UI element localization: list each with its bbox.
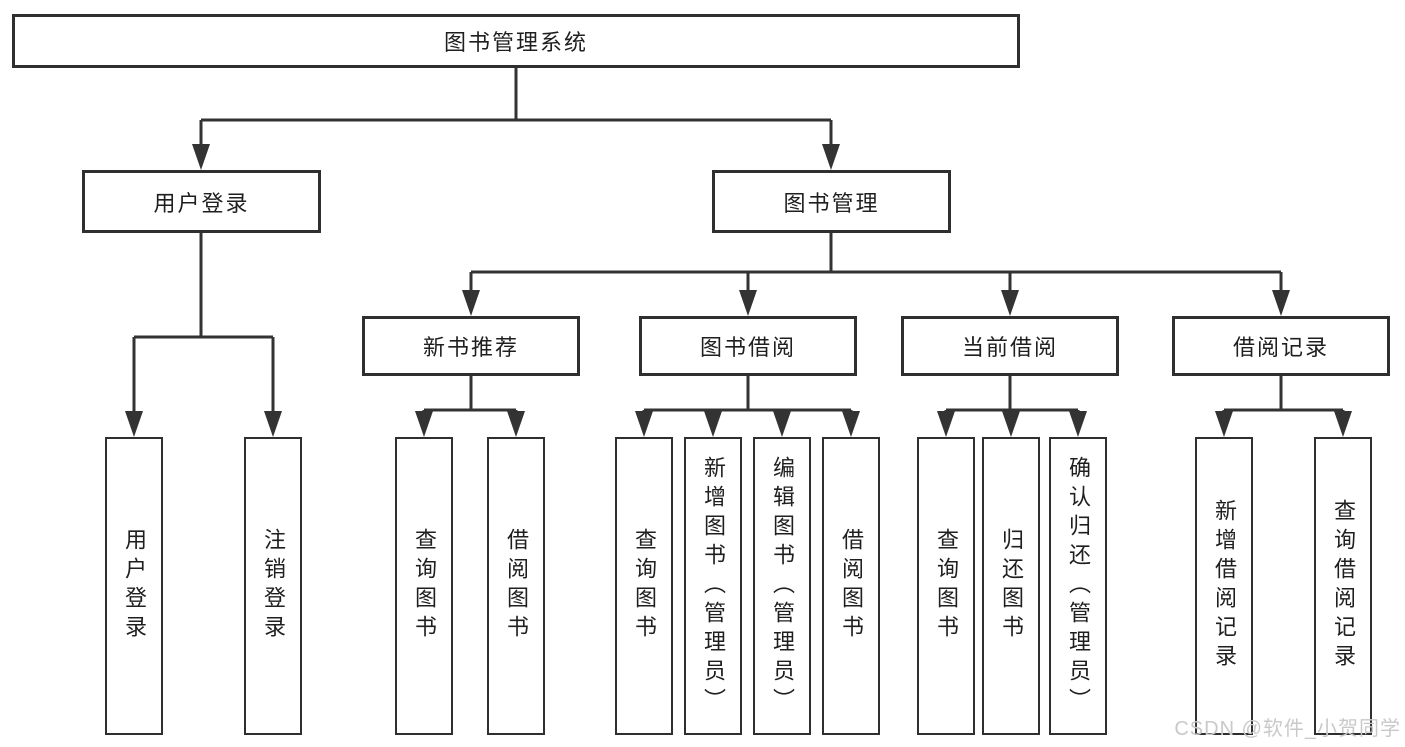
leaf-edit-book-admin: 编辑图书（管理员） bbox=[753, 437, 811, 735]
leaf-logout-login: 注销登录 bbox=[244, 437, 302, 735]
node-label: 新增图书（管理员） bbox=[701, 455, 726, 717]
node-borrowing-records: 借阅记录 bbox=[1172, 316, 1390, 376]
node-label: 新书推荐 bbox=[422, 335, 519, 360]
leaf-confirm-return-admin: 确认归还（管理员） bbox=[1049, 437, 1107, 735]
node-label: 注销登录 bbox=[261, 528, 286, 644]
node-book-management: 图书管理 bbox=[712, 170, 951, 233]
node-label: 当前借阅 bbox=[961, 335, 1058, 360]
leaf-query-borrow-record: 查询借阅记录 bbox=[1314, 437, 1372, 735]
node-label: 查询图书 bbox=[934, 528, 959, 644]
node-label: 归还图书 bbox=[999, 528, 1024, 644]
csdn-watermark: CSDN @软件_小贺同学 bbox=[1174, 718, 1401, 740]
leaf-add-borrow-record: 新增借阅记录 bbox=[1195, 437, 1253, 735]
connector-book-management-to-level3 bbox=[462, 233, 1290, 316]
leaf-return-books: 归还图书 bbox=[982, 437, 1040, 735]
connector-current-borrow-to-leaves bbox=[937, 376, 1087, 437]
leaf-user-login: 用户登录 bbox=[105, 437, 163, 735]
node-label: 用户登录 bbox=[153, 190, 250, 216]
connector-book-borrow-to-leaves bbox=[635, 376, 860, 437]
node-user-login: 用户登录 bbox=[82, 170, 321, 233]
node-label: 用户登录 bbox=[122, 528, 147, 644]
node-library-management-system: 图书管理系统 bbox=[12, 14, 1020, 68]
connector-borrow-records-to-leaves bbox=[1215, 376, 1352, 437]
node-label: 编辑图书（管理员） bbox=[770, 455, 795, 717]
connector-root-to-level2 bbox=[192, 68, 840, 170]
leaf-query-books-recommend: 查询图书 bbox=[395, 437, 453, 735]
leaf-borrow-books-recommend: 借阅图书 bbox=[487, 437, 545, 735]
node-label: 借阅记录 bbox=[1232, 335, 1329, 360]
node-book-borrowing: 图书借阅 bbox=[639, 316, 857, 376]
leaf-add-book-admin: 新增图书（管理员） bbox=[684, 437, 742, 735]
connector-user-login-to-leaves bbox=[125, 233, 282, 437]
node-label: 图书借阅 bbox=[699, 335, 796, 360]
leaf-query-books-current: 查询图书 bbox=[917, 437, 975, 735]
node-label: 查询图书 bbox=[412, 528, 437, 644]
node-label: 借阅图书 bbox=[504, 528, 529, 644]
node-current-borrowing: 当前借阅 bbox=[901, 316, 1119, 376]
node-new-book-recommendation: 新书推荐 bbox=[362, 316, 580, 376]
node-label: 图书管理 bbox=[783, 190, 880, 216]
leaf-query-books-borrowing: 查询图书 bbox=[615, 437, 673, 735]
node-label: 确认归还（管理员） bbox=[1066, 455, 1091, 717]
connector-new-book-to-leaves bbox=[415, 376, 525, 437]
node-label: 图书管理系统 bbox=[443, 30, 588, 55]
node-label: 借阅图书 bbox=[839, 528, 864, 644]
node-label: 查询图书 bbox=[632, 528, 657, 644]
node-label: 查询借阅记录 bbox=[1331, 499, 1356, 673]
node-label: 新增借阅记录 bbox=[1212, 499, 1237, 673]
leaf-borrow-books-borrowing: 借阅图书 bbox=[822, 437, 880, 735]
